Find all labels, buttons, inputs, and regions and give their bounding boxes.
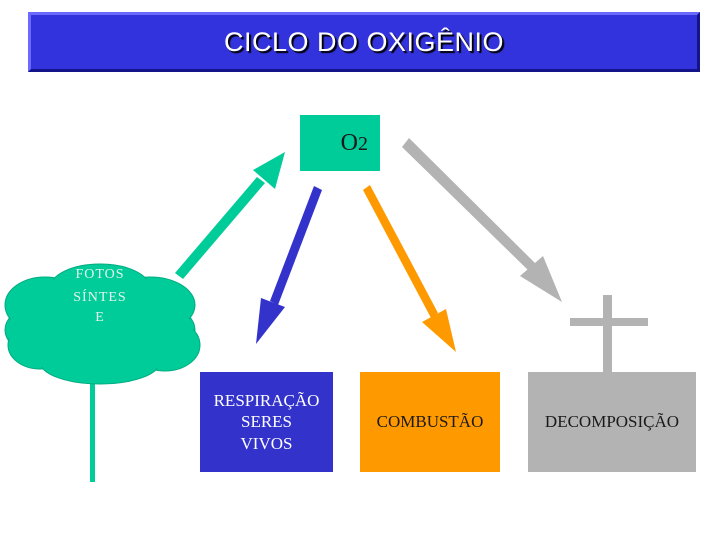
cross-icon [570, 295, 648, 372]
arrow-o2-to-combustao [363, 185, 456, 352]
title-bar: CICLO DO OXIGÊNIO [28, 12, 700, 72]
decomposicao-box: DECOMPOSIÇÃO [528, 372, 696, 472]
fotossintese-label-line3: E [95, 310, 105, 325]
tree-trunk [90, 350, 95, 482]
o2-box: O2 [300, 115, 380, 171]
fotossintese-label-line2: SÍNTES [73, 290, 127, 305]
arrow-fotossintese-to-o2 [175, 152, 285, 279]
respiracao-box: RESPIRAÇÃO SERES VIVOS [200, 372, 333, 472]
fotossintese-label-line1: FOTOS [75, 267, 125, 282]
combustao-box: COMBUSTÃO [360, 372, 500, 472]
o2-label: O2 [340, 129, 368, 156]
arrow-o2-to-decomposicao [402, 138, 562, 302]
diagram-title: CICLO DO OXIGÊNIO [223, 26, 505, 57]
arrow-o2-to-respiracao [256, 186, 322, 344]
